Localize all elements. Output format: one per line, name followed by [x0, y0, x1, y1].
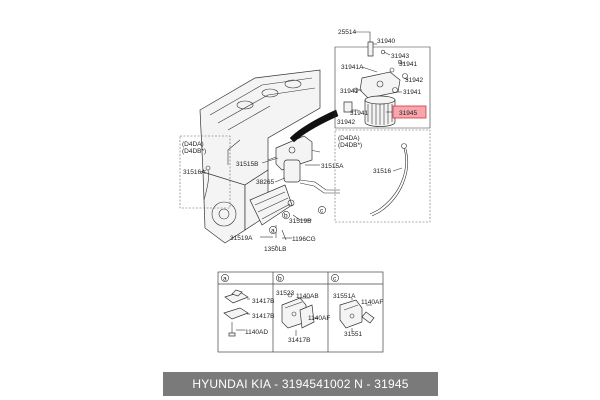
label-1196cg: 1196CG [292, 236, 316, 243]
label-1140ad: 1140AD [245, 329, 268, 336]
label-31942-a: 31942 [405, 77, 423, 84]
label-31941-b: 31941 [340, 88, 358, 95]
label-31519a: 31519A [230, 235, 253, 242]
engine-filter-assembly [275, 109, 340, 241]
callout-a-engine: a [269, 226, 277, 234]
label-38265: 38265 [256, 179, 274, 186]
part-number-banner: HYUNDAI KIA - 3194541002 N - 31945 [163, 372, 438, 396]
variant-left-line1: (D4DA) [182, 141, 204, 148]
svg-text:c: c [333, 275, 337, 282]
variant-right-line2: (D4DB*) [338, 142, 362, 149]
variant-box-right: (D4DA) (D4DB*) 31516 [334, 129, 431, 223]
filter-box [334, 41, 431, 129]
label-1140af-b: 1140AF [308, 315, 330, 322]
label-1350lb: 1350LB [264, 246, 286, 253]
variant-box-left: (D4DA) (D4DB*) 31516A [179, 135, 231, 209]
variant-left-line2: (D4DB*) [182, 148, 206, 155]
callout-b-panel: b [276, 274, 284, 282]
label-31551: 31551 [344, 331, 362, 338]
label-31515a: 31515A [321, 163, 344, 170]
callout-c-panel: c [331, 274, 339, 282]
detail-panels: a b c [217, 271, 384, 353]
highlight-box [392, 105, 427, 119]
label-31941-a: 31941 [399, 61, 417, 68]
label-1140af-c: 1140AF [361, 299, 383, 306]
label-31417b-a2: 31417B [252, 313, 274, 320]
callout-a-panel: a [221, 274, 229, 282]
banner-text: HYUNDAI KIA - 3194541002 N - 31945 [192, 377, 409, 391]
label-31943: 31943 [391, 53, 409, 60]
svg-text:c: c [320, 207, 324, 214]
label-31516a: 31516A [183, 169, 206, 176]
variant-right-line1: (D4DA) [338, 135, 360, 142]
label-31417b-a1: 31417B [252, 298, 274, 305]
svg-text:a: a [271, 227, 275, 234]
label-31941-d: 31941 [350, 110, 368, 117]
label-31941a: 31941A [341, 64, 364, 71]
label-31515b: 31515B [236, 161, 258, 168]
label-25514: 25514 [338, 29, 356, 36]
label-1140ab: 1140AB [296, 293, 319, 300]
svg-text:b: b [278, 275, 282, 282]
leader-lines [260, 31, 409, 248]
label-31940: 31940 [377, 38, 395, 45]
label-31516: 31516 [373, 168, 391, 175]
label-31417b-b: 31417B [288, 337, 310, 344]
svg-text:a: a [223, 275, 227, 282]
label-31523: 31523 [276, 290, 294, 297]
label-31519b: 31519B [289, 218, 311, 225]
callout-b-engine: b [282, 211, 290, 219]
svg-text:b: b [284, 212, 288, 219]
label-31945: 31945 [399, 110, 417, 117]
label-31941-c: 31941 [403, 89, 421, 96]
label-31942-b: 31942 [337, 119, 355, 126]
callout-c-engine: c [318, 206, 326, 214]
label-31551a: 31551A [333, 293, 356, 300]
